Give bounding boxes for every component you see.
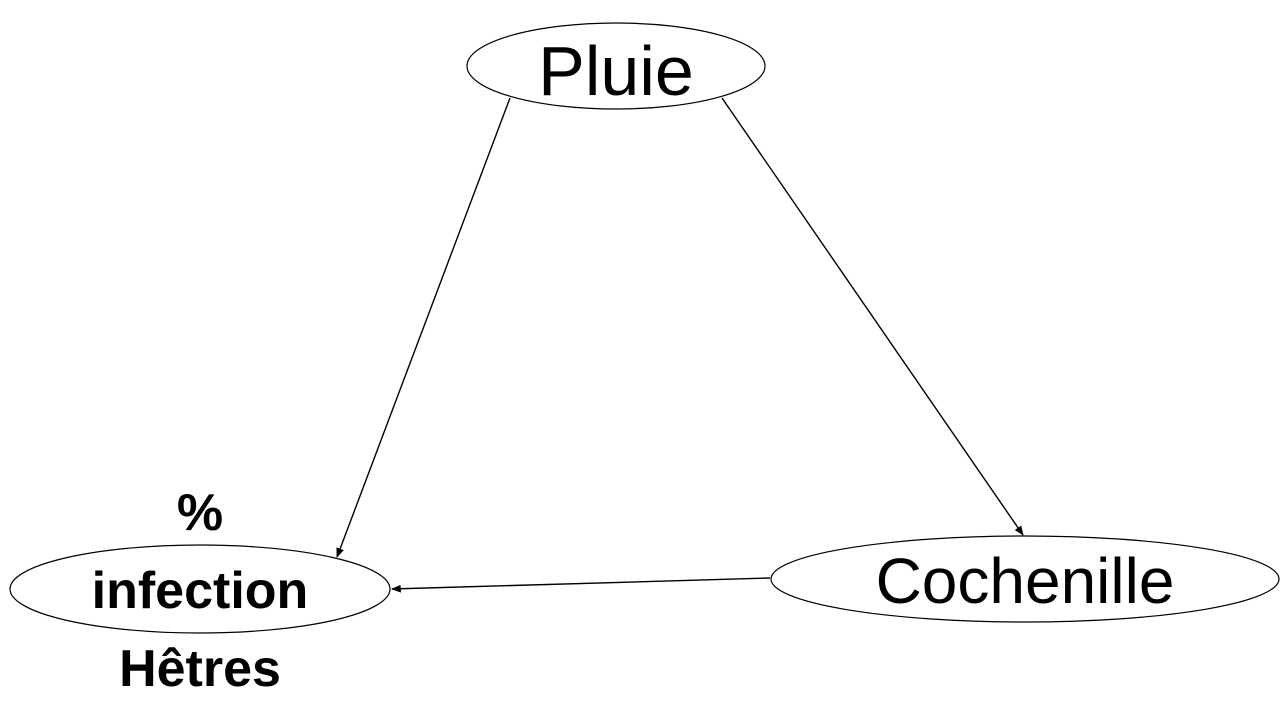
node-infection[interactable]: % infection Hêtres bbox=[9, 484, 391, 698]
node-cochenille[interactable]: Cochenille bbox=[770, 535, 1280, 623]
edge-pluie-to-cochenille bbox=[721, 97, 1024, 536]
node-pluie[interactable]: Pluie bbox=[466, 22, 766, 110]
node-cochenille-label: Cochenille bbox=[876, 545, 1175, 617]
edge-pluie-to-infection bbox=[336, 97, 511, 558]
node-infection-shape bbox=[9, 544, 391, 634]
node-pluie-shape bbox=[466, 22, 766, 110]
node-infection-label-line-1: % bbox=[177, 484, 223, 542]
edge-cochenille-to-infection bbox=[391, 577, 771, 593]
node-pluie-label: Pluie bbox=[538, 32, 694, 110]
node-infection-label-line-3: Hêtres bbox=[119, 640, 281, 698]
node-cochenille-shape bbox=[770, 535, 1280, 623]
node-infection-label-line-2: infection bbox=[92, 562, 309, 620]
